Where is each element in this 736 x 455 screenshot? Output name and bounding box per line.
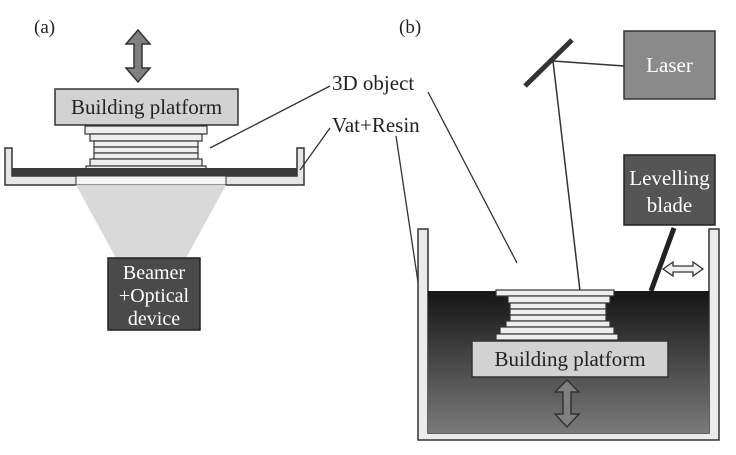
platform-label-b: Building platform [494,347,645,371]
horizontal-arrow-icon [661,260,705,278]
building-platform-a: Building platform [54,88,239,126]
object-layers-b [495,289,619,341]
beamer-box [107,257,201,331]
laser-box [623,30,716,100]
panel-a: (a) Building platform [4,17,305,331]
blade-arm [648,227,677,292]
panel-b-label: (b) [399,17,421,38]
vat-window-a [75,175,227,186]
platform-move-arrow-a [124,28,152,84]
leader-object-b [427,91,518,264]
beamer-label-line1: Beamer [123,262,186,284]
leader-lines [209,85,518,283]
light-cone [76,185,226,258]
laser-b: Laser [623,30,716,100]
blade-label-box [623,154,716,226]
platform-move-arrow-b [553,378,581,429]
platform-box-b [471,340,669,378]
panel-b: (b) Laser [399,17,720,441]
scanner-mirror [523,38,574,88]
beamer-a: Beamer +Optical device [107,257,201,331]
leader-vat-b [395,135,419,283]
object-layers-a [84,125,208,173]
laser-beam [552,60,625,292]
platform-label-a: Building platform [71,95,222,119]
leader-vat-a [299,127,331,171]
double-arrow-icon [124,28,152,84]
blade-label-line1: Levelling [629,166,710,190]
object-3d-label: 3D object [332,71,414,95]
beamer-label-line3: device [128,308,180,330]
levelling-blade: Levelling blade [623,154,716,292]
panel-a-label: (a) [34,17,55,38]
resin-layer-a [12,168,297,176]
blade-label-line2: blade [647,193,692,217]
platform-box [54,88,239,126]
building-platform-b: Building platform [471,340,669,378]
vat-resin-label: Vat+Resin [332,113,420,137]
laser-label: Laser [646,53,693,77]
callouts: 3D object Vat+Resin [209,71,518,283]
leader-object-a [209,85,331,149]
beamer-label-line2: +Optical [119,285,190,307]
